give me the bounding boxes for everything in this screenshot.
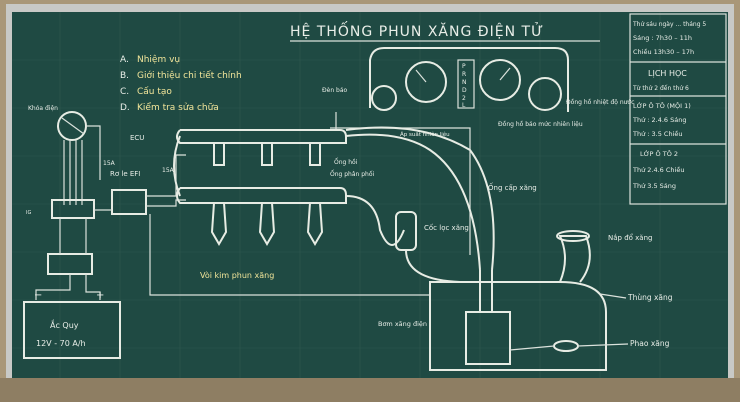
instrument-cluster: P R N D 2 L — [369, 47, 569, 112]
injectors-lower — [210, 202, 324, 246]
gear-r: R — [462, 71, 466, 78]
relay-label: Rơ le EFI — [110, 170, 140, 178]
gear-n: N — [462, 79, 467, 86]
gear-d: D — [462, 87, 467, 94]
schedule-panel: Thứ sáu ngày ... tháng 5 Sáng : 7h30 – 1… — [629, 13, 727, 205]
outline-item-b: Giới thiệu chi tiết chính — [137, 70, 242, 81]
outline-letter-a: A. — [120, 55, 129, 65]
fuel-rail-label: Ống phân phối — [330, 170, 375, 178]
gauge-right-label: Đồng hồ nhiệt độ nước — [566, 98, 634, 106]
ignition-switch-label: Khóa điện — [28, 105, 58, 112]
tank-filler-neck — [558, 235, 591, 283]
outline-letter-c: C. — [120, 87, 129, 97]
class2-row-2: Thứ 3.5 Sáng — [632, 182, 676, 190]
tank-cap-label: Nắp đổ xăng — [608, 233, 652, 242]
tank-label: Thùng xăng — [627, 293, 673, 302]
schedule-date: Thứ sáu ngày ... tháng 5 — [632, 21, 706, 28]
outline-item-c: Cấu tạo — [137, 86, 172, 97]
outline-list: A. Nhiệm vụ B. Giới thiệu chi tiết chính… — [120, 54, 242, 113]
class2-title: LỚP Ô TÔ 2 — [640, 149, 678, 158]
gauge-tachometer — [405, 61, 447, 103]
fuel-pump — [465, 311, 511, 365]
schedule-afternoon: Chiều 13h30 – 17h — [633, 48, 694, 56]
injectors-label: Vòi kim phun xăng — [200, 270, 274, 280]
gear-l: L — [462, 102, 466, 109]
class1-row-2: Thứ : 3.5 Chiều — [632, 130, 683, 138]
fuse-1-label: 15A — [103, 160, 116, 167]
class1-row-1: Thứ : 2.4.6 Sáng — [632, 116, 687, 124]
lich-hoc-row: Từ thứ 2 đến thứ 6 — [632, 85, 689, 92]
outline-letter-d: D. — [120, 103, 130, 113]
battery-spec: 12V - 70 A/h — [36, 339, 86, 348]
fuel-line-return — [345, 126, 495, 271]
gear-2: 2 — [462, 95, 466, 102]
relay-box — [111, 189, 147, 215]
float-label: Phao xăng — [630, 339, 670, 348]
fuel-tank — [429, 281, 607, 371]
battery-box — [23, 301, 121, 359]
gauge-speedometer — [479, 59, 521, 101]
supply-line-label: Ống cấp xăng — [488, 182, 537, 192]
fuel-line-main — [345, 133, 481, 271]
battery-terminal-minus: − — [34, 290, 42, 301]
class2-row-1: Thứ 2.4.6 Chiều — [632, 166, 684, 174]
fuse-2-label: 15A — [162, 167, 175, 174]
fuel-pressure-label: Áp suất nhiên liệu — [400, 131, 450, 138]
return-line-label: Ống hồi — [334, 158, 358, 166]
lich-hoc-title: LỊCH HỌC — [648, 69, 687, 79]
battery-terminal-plus: + — [96, 290, 104, 301]
fuel-rail-upper — [176, 129, 347, 144]
gauge-small-right — [528, 77, 562, 111]
outline-letter-b: B. — [120, 71, 129, 81]
injectors-upper — [213, 142, 321, 166]
class1-title: LỚP Ô TÔ (MỘI 1) — [633, 101, 691, 110]
left-key-mark: IG — [26, 210, 31, 216]
outline-item-a: Nhiệm vụ — [137, 54, 180, 65]
battery-title: Ắc Quy — [50, 318, 79, 330]
warning-lamp-label: Đèn báo — [322, 87, 348, 94]
gauge-left-label: Đồng hồ báo mức nhiên liệu — [498, 120, 583, 128]
board-title: HỆ THỐNG PHUN XĂNG ĐIỆN TỬ — [290, 21, 544, 40]
outline-item-d: Kiểm tra sửa chữa — [137, 102, 219, 113]
schedule-morning: Sáng : 7h30 – 11h — [633, 34, 692, 42]
pump-label: Bơm xăng điện — [378, 320, 427, 328]
gear-p: P — [462, 63, 466, 70]
gauge-small-left — [371, 85, 397, 111]
ecu-label: ECU — [130, 134, 144, 142]
filter-label: Cốc lọc xăng — [424, 224, 469, 232]
fuel-rail-lower — [176, 187, 347, 204]
